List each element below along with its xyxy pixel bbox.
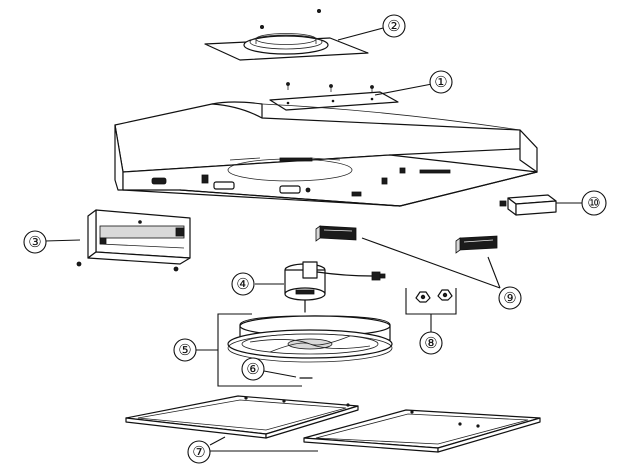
callout-5-label: ⑤	[178, 341, 191, 359]
electrical-box	[500, 195, 556, 215]
callout-8: ⑧	[420, 332, 442, 354]
range-hood-body	[115, 102, 537, 206]
callout-6: ⑥	[242, 358, 264, 380]
callout-2: ②	[383, 15, 405, 37]
fan-assembly	[228, 316, 392, 362]
blower-motor	[285, 262, 385, 312]
leader-line-6	[264, 371, 296, 377]
callout-3: ③	[24, 231, 46, 253]
callout-2-label: ②	[387, 17, 400, 35]
callout-6-label: ⑥	[246, 360, 259, 378]
control-panel	[77, 210, 190, 271]
callout-7-label: ⑦	[192, 443, 205, 461]
callout-3-label: ③	[28, 233, 41, 251]
leader-line-7	[210, 437, 318, 451]
leader-line-3	[45, 240, 80, 241]
leader-line-2	[338, 28, 383, 40]
callout-10: ⑩	[582, 191, 606, 215]
callout-4: ④	[232, 273, 254, 295]
callout-9-label: ⑨	[503, 289, 516, 307]
duct-collar-plate	[205, 9, 368, 60]
callout-8-label: ⑧	[424, 334, 437, 352]
callout-5: ⑤	[174, 339, 196, 361]
callout-1: ①	[430, 71, 452, 93]
light-socket-right	[456, 236, 497, 253]
grease-filter-right	[304, 410, 540, 452]
light-bulbs	[406, 288, 456, 314]
callout-9: ⑨	[499, 287, 521, 309]
callout-7: ⑦	[188, 441, 210, 463]
light-socket-left	[316, 226, 356, 241]
callout-1-label: ①	[434, 73, 447, 91]
leader-line-1	[375, 84, 432, 95]
grease-filter-left	[126, 396, 358, 438]
callout-4-label: ④	[236, 275, 249, 293]
callout-10-label: ⑩	[587, 194, 600, 212]
